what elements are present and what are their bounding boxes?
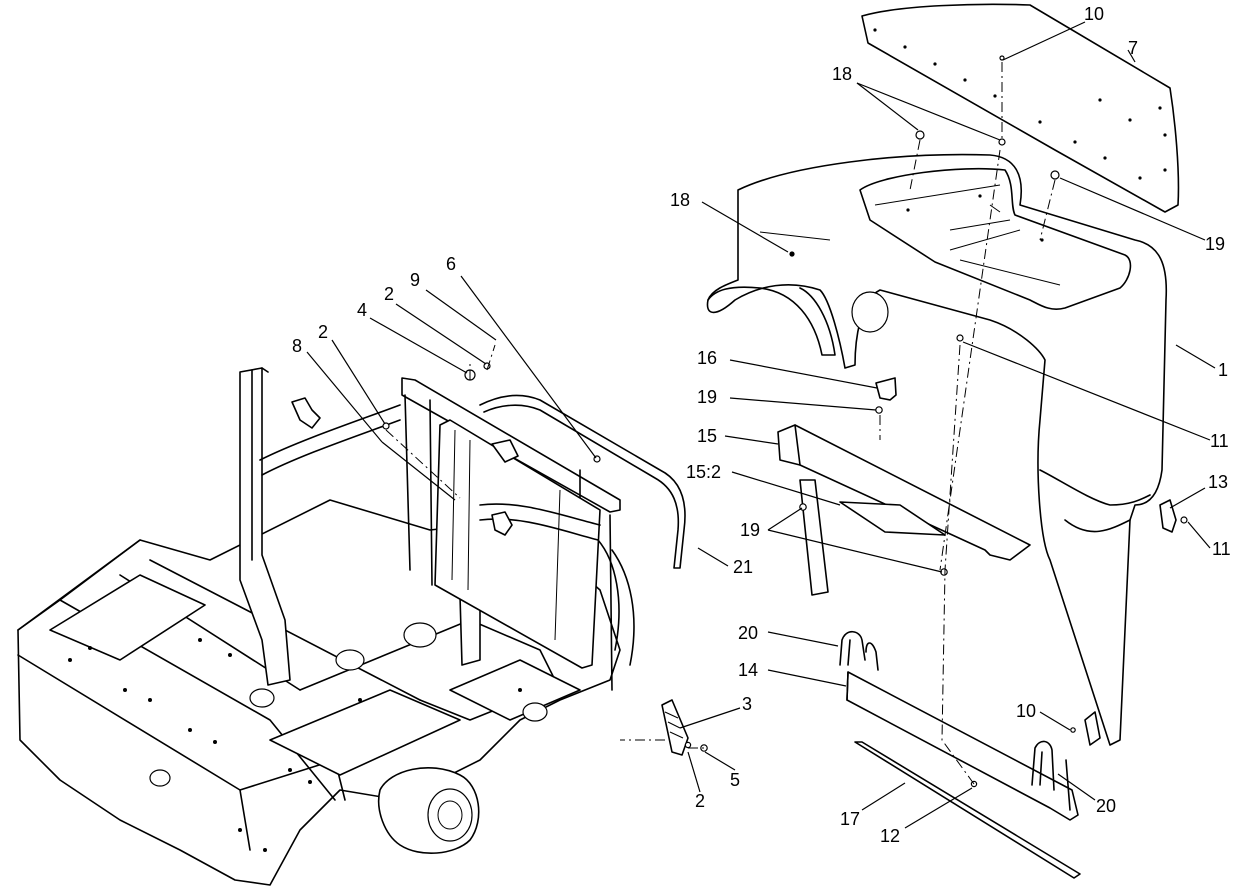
side-trim-10 xyxy=(1084,711,1101,746)
callout-8: 8 xyxy=(292,336,302,356)
callout-2-left: 2 xyxy=(318,322,328,342)
callout-11-mid: 11 xyxy=(1210,431,1229,451)
callout-2-upper: 2 xyxy=(384,284,394,304)
chassis-frame xyxy=(17,367,686,886)
callout-3: 3 xyxy=(742,694,752,714)
callout-16: 16 xyxy=(697,348,717,368)
callout-19-mid: 19 xyxy=(697,387,717,407)
clip-20-left xyxy=(839,630,879,671)
callout-20-left: 20 xyxy=(738,623,758,643)
callout-19-right: 19 xyxy=(1205,234,1225,254)
alignment-lines xyxy=(385,62,1056,785)
callout-19-low: 19 xyxy=(740,520,760,540)
bracket-16 xyxy=(875,377,897,401)
step-bracket-3 xyxy=(661,699,708,756)
callout-2-low: 2 xyxy=(695,791,705,811)
callout-5: 5 xyxy=(730,770,740,790)
callout-7: 7 xyxy=(1128,38,1138,58)
callout-12: 12 xyxy=(880,826,900,846)
callout-1: 1 xyxy=(1218,360,1228,380)
seal-strip-17 xyxy=(854,741,1081,879)
hood-body xyxy=(706,153,1168,746)
hood-cover-panel xyxy=(861,3,1180,213)
support-panel-15 xyxy=(777,424,1031,596)
callout-20-right: 20 xyxy=(1096,796,1116,816)
lower-panel-14 xyxy=(846,671,1079,821)
callout-18-left: 18 xyxy=(670,190,690,210)
callout-15-2: 15:2 xyxy=(686,462,721,482)
hinge-bracket-13 xyxy=(1159,499,1188,533)
callout-17: 17 xyxy=(840,809,860,829)
callout-10-top: 10 xyxy=(1084,4,1104,24)
clip-20-right xyxy=(1031,740,1071,811)
callout-14: 14 xyxy=(738,660,758,680)
callout-labels: 10 7 18 18 19 1 16 19 11 15 15:2 13 19 1… xyxy=(292,4,1231,846)
callout-9: 9 xyxy=(410,270,420,290)
callout-13: 13 xyxy=(1208,472,1228,492)
callout-6: 6 xyxy=(446,254,456,274)
callout-10-low: 10 xyxy=(1016,701,1036,721)
callout-4: 4 xyxy=(357,300,367,320)
callout-15: 15 xyxy=(697,426,717,446)
callout-11-low: 11 xyxy=(1212,539,1231,559)
leader-lines xyxy=(306,21,1216,829)
callout-21: 21 xyxy=(733,557,753,577)
callout-18-top: 18 xyxy=(832,64,852,84)
